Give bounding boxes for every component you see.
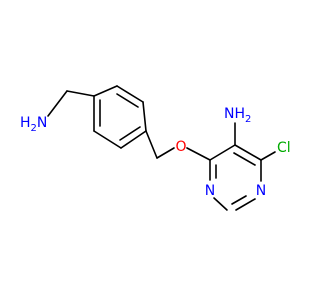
bond	[145, 130, 158, 159]
ring-n-left-label: N	[205, 183, 215, 199]
bond	[209, 144, 236, 161]
amine-right-subscript: 2	[245, 114, 251, 125]
amine-left-subscript: 2	[31, 123, 37, 134]
bond	[235, 198, 256, 211]
bond	[142, 101, 147, 132]
bond	[186, 147, 211, 161]
amine-right-label: NH2	[224, 106, 251, 125]
bond	[66, 90, 95, 97]
bond	[93, 85, 118, 97]
bond	[156, 147, 175, 159]
chlorine-label: Cl	[277, 140, 291, 156]
bond	[120, 130, 147, 149]
bond	[93, 130, 122, 149]
bond	[47, 90, 68, 117]
bond	[213, 197, 228, 211]
bond	[231, 195, 247, 205]
bond	[119, 126, 141, 141]
bond	[116, 85, 144, 103]
amine-left-h: H	[20, 115, 31, 131]
bonds	[47, 85, 276, 211]
structure-canvas: H2N NH2 O Cl N N	[20, 85, 291, 211]
amine-right-nh: NH	[224, 106, 245, 122]
bond	[116, 93, 139, 108]
bond	[233, 152, 256, 166]
oxygen-label: O	[175, 139, 186, 155]
bond	[234, 144, 262, 161]
amine-left-label: H2N	[20, 115, 47, 134]
molecule-structure: H2N NH2 O Cl N N	[20, 85, 291, 211]
atom-labels: H2N NH2 O Cl N N	[20, 106, 291, 199]
ring-n-right-label: N	[256, 183, 266, 199]
bond	[260, 151, 276, 161]
amine-left-n: N	[37, 115, 47, 131]
